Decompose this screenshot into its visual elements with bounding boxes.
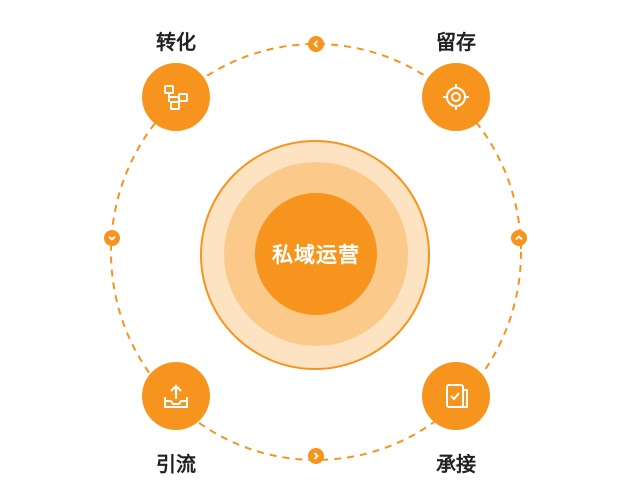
arrow-left-top: [308, 36, 324, 52]
arrow-right-bottom: [308, 448, 324, 464]
stage-node-onboarding: [422, 362, 490, 430]
stage-label-conversion: 转化: [156, 30, 196, 54]
stage-node-traffic: [142, 362, 210, 430]
chevron-left-icon: [313, 40, 319, 48]
center-core-circle: 私域运营: [255, 193, 377, 315]
stage-label-retention: 留存: [436, 30, 476, 54]
arrow-up-right: [511, 230, 527, 246]
stage-label-traffic: 引流: [156, 452, 196, 476]
center-label: 私域运营: [272, 243, 360, 267]
chevron-down-icon: [108, 235, 116, 241]
stage-node-conversion: [142, 63, 210, 131]
flowchart-icon: [164, 85, 188, 110]
stage-label-onboarding: 承接: [436, 452, 476, 476]
chevron-right-icon: [313, 452, 319, 460]
clipboard-check-icon: [446, 384, 468, 408]
chevron-up-icon: [515, 235, 523, 241]
stage-node-retention: [422, 63, 490, 131]
arrow-down-left: [104, 230, 120, 246]
inbox-upload-icon: [164, 384, 188, 408]
target-icon: [443, 84, 469, 110]
